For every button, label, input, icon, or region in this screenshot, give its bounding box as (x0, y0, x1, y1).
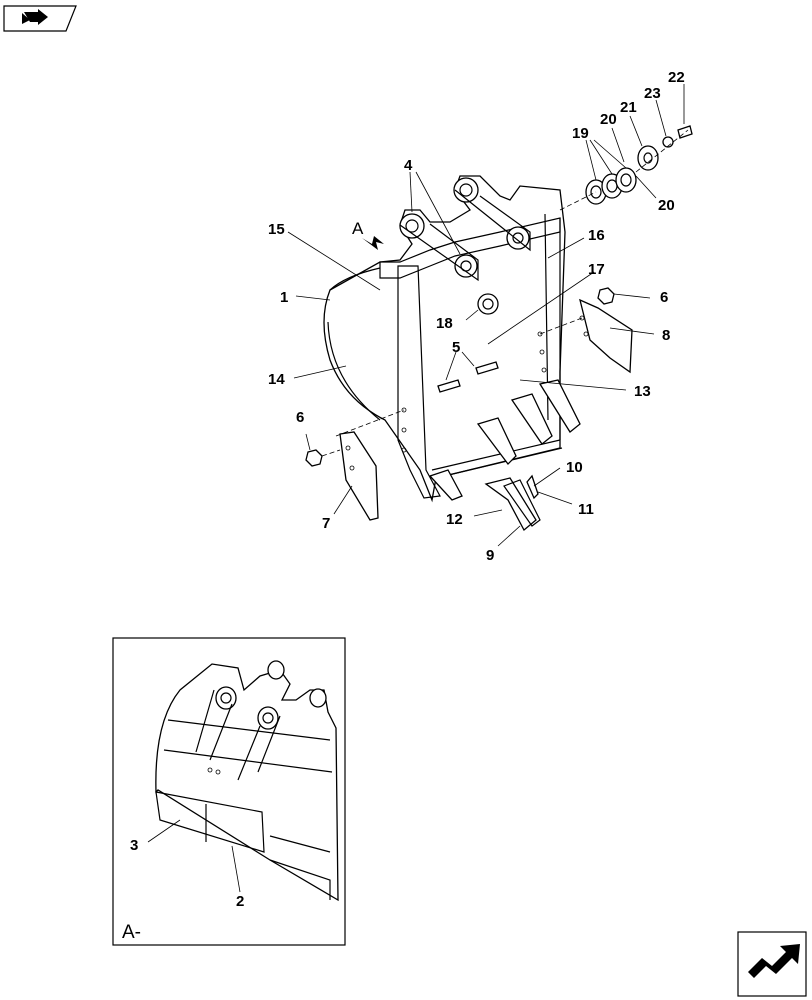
callout-22: 22 (668, 69, 685, 86)
callout-11: 11 (578, 501, 594, 518)
callout-7: 7 (322, 515, 330, 532)
callout-20a: 20 (600, 111, 617, 128)
callout-13: 13 (634, 383, 651, 400)
callout-10: 10 (566, 459, 583, 476)
callout-9: 9 (486, 547, 494, 564)
book-arrow-icon[interactable] (3, 5, 77, 32)
callout-17: 17 (588, 261, 605, 278)
bucket-assembly-drawing (305, 125, 693, 532)
view-arrow-icon (362, 236, 384, 250)
callout-12: 12 (446, 511, 463, 528)
detail-view-label: A- (122, 922, 141, 943)
callout-2: 2 (236, 893, 244, 910)
callout-6a: 6 (296, 409, 304, 426)
callout-5: 5 (452, 339, 460, 356)
leader-lines (287, 84, 685, 547)
callout-4: 4 (404, 157, 413, 174)
detail-view-a: 3 2 A- (112, 637, 346, 946)
next-page-arrow-icon[interactable] (737, 931, 807, 997)
callout-6b: 6 (660, 289, 668, 306)
view-a-marker: A (352, 219, 384, 250)
callout-18: 18 (436, 315, 453, 332)
callout-16: 16 (588, 227, 605, 244)
callout-14: 14 (268, 371, 285, 388)
view-a-letter: A (352, 219, 364, 238)
callout-1: 1 (280, 289, 288, 306)
callout-23: 23 (644, 85, 661, 102)
callout-3: 3 (130, 837, 138, 854)
callout-20b: 20 (658, 197, 675, 214)
callout-labels: 1 4 5 6 6 7 8 9 10 11 12 13 14 15 16 17 … (268, 69, 685, 564)
callout-8: 8 (662, 327, 670, 344)
callout-15: 15 (268, 221, 285, 238)
callout-21: 21 (620, 99, 637, 116)
callout-19: 19 (572, 125, 589, 142)
